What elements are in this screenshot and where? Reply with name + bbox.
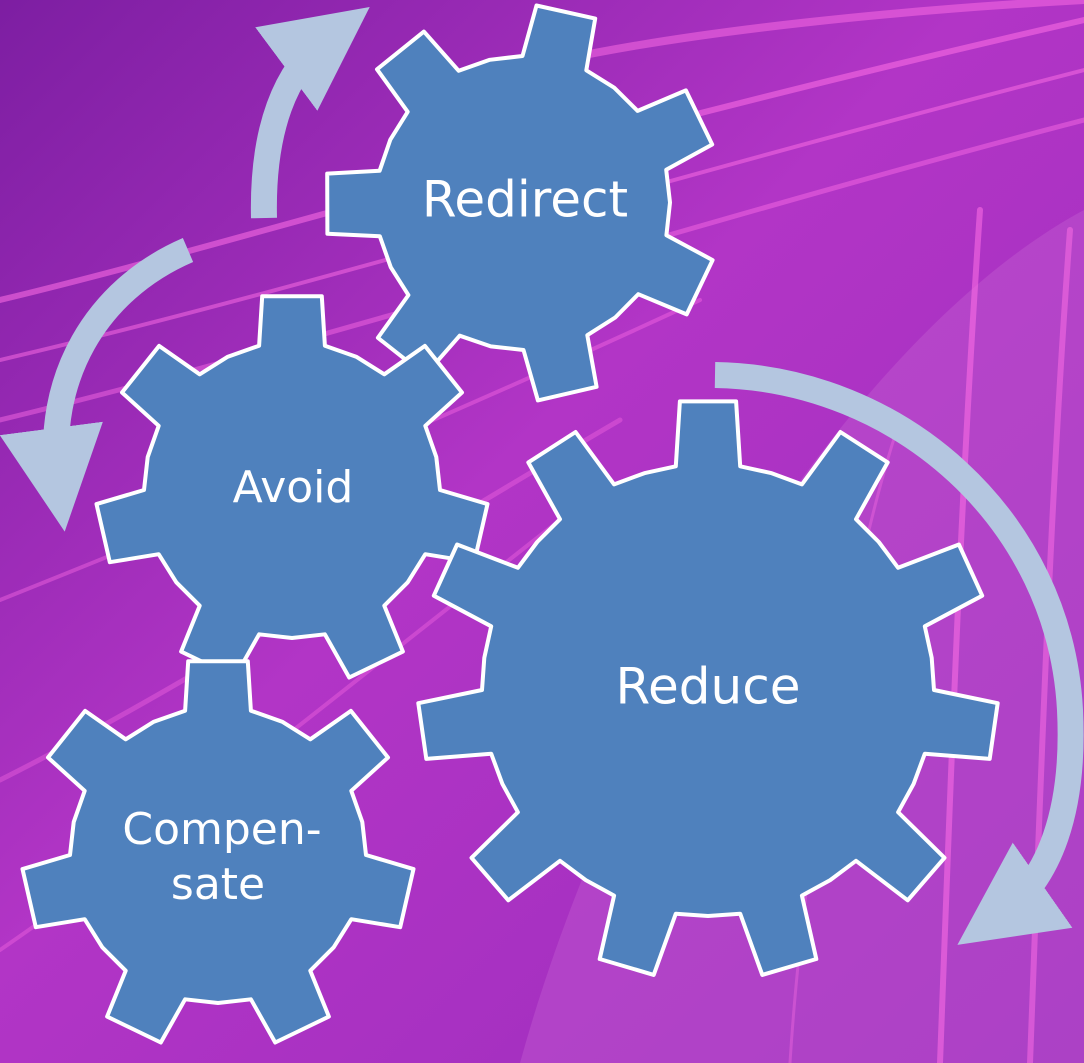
cycle-arrows	[0, 6, 1084, 945]
gear-avoid: Avoid	[94, 294, 490, 680]
gear-reduce-shape	[416, 399, 1000, 977]
gear-compensate-label-line1: Compen-	[122, 804, 321, 855]
arrow-avoid-to-redirect	[250, 6, 370, 219]
gear-reduce: Reduce	[416, 399, 1000, 977]
gear-avoid-label: Avoid	[233, 462, 354, 513]
gear-avoid-shape	[94, 294, 490, 680]
gear-redirect-label: Redirect	[422, 171, 628, 229]
light-streak	[556, 0, 1084, 64]
gears: Redirect Avoid Reduce Compen- sate	[20, 3, 1000, 1045]
gear-redirect: Redirect	[325, 3, 715, 403]
gear-reduce-label: Reduce	[616, 658, 801, 716]
arrow-reduce-cycle	[714, 362, 1084, 945]
light-streak	[1027, 227, 1073, 1063]
gear-compensate: Compen- sate	[20, 659, 416, 1045]
gear-redirect-shape	[325, 3, 715, 403]
arrow-redirect-to-avoid	[0, 238, 194, 532]
light-streak	[937, 207, 983, 1063]
gear-compensate-label-line2: sate	[171, 859, 265, 910]
gear-compensate-shape	[20, 659, 416, 1045]
